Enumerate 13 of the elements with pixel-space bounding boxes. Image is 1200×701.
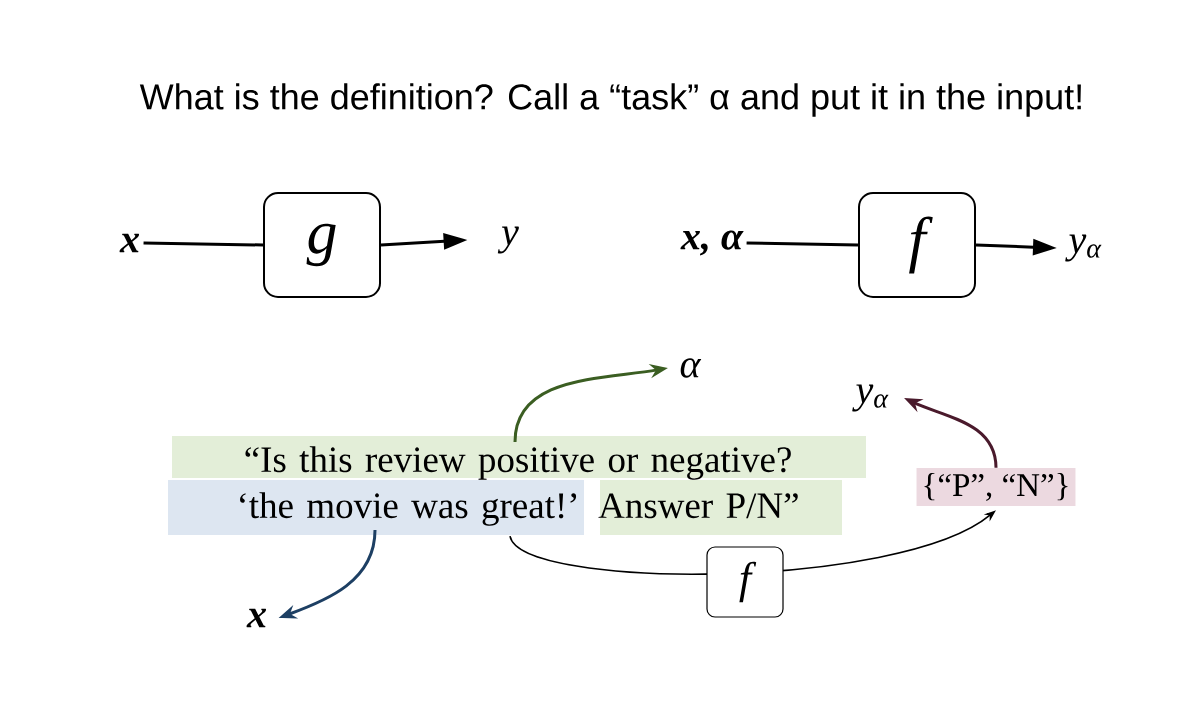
variable: y$_{α}$ bbox=[852, 384, 889, 412]
prompt-text: “Is this review positive or negative? ‘the movie was great!’ Answer P/N” bbox=[240, 446, 798, 526]
answer-set: {“P”, “N”} bbox=[916, 468, 1076, 506]
variable: α bbox=[680, 358, 702, 378]
variable: x bbox=[246, 608, 267, 628]
variable: x, α bbox=[680, 230, 744, 256]
function-box: g bbox=[263, 192, 381, 298]
variable: y$_{α}$ bbox=[1065, 234, 1102, 262]
function-box: f bbox=[858, 192, 976, 298]
title: What is the definition? Call a “task” α and put it in the input! bbox=[139, 83, 1081, 117]
variable: x bbox=[119, 233, 140, 253]
edge-label: f bbox=[706, 546, 784, 618]
variable: y bbox=[497, 226, 519, 254]
